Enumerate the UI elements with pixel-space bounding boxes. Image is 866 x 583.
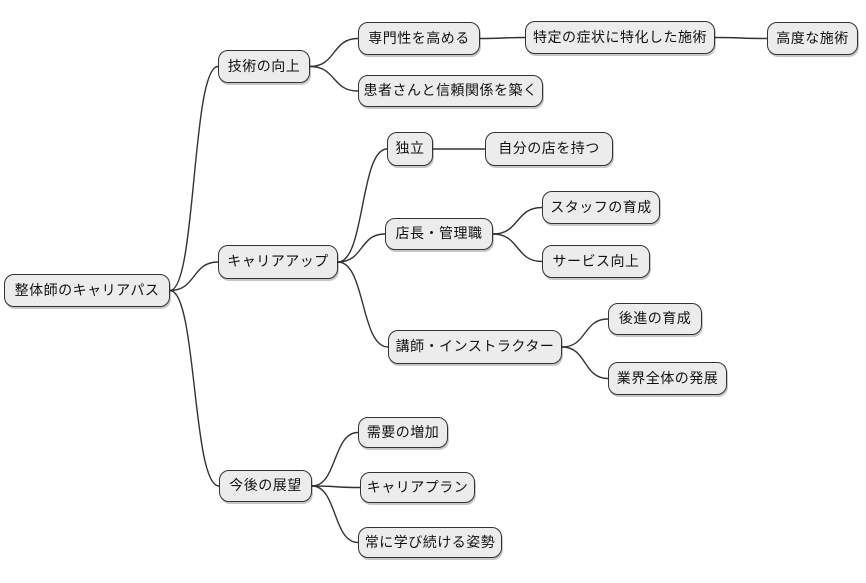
edge-manager-service xyxy=(492,233,543,263)
mindmap-node-trust: 患者さんと信頼関係を築く xyxy=(358,75,543,107)
edge-root-career xyxy=(169,261,219,292)
edge-career-instructor xyxy=(337,261,389,348)
mindmap-node-service: サービス向上 xyxy=(542,245,650,278)
edge-root-future xyxy=(169,289,220,487)
edge-root-skill xyxy=(169,65,219,292)
mindmap-node-plan: キャリアプラン xyxy=(360,472,475,503)
edge-manager-staff xyxy=(492,206,543,235)
edge-skill-specialize xyxy=(309,37,359,68)
mindmap-node-learning: 常に学び続ける姿勢 xyxy=(358,527,502,558)
edge-career-independent xyxy=(337,148,388,263)
mindmap-node-manager: 店長・管理職 xyxy=(385,218,493,250)
mindmap-node-specific: 特定の症状に特化した施術 xyxy=(525,21,715,54)
mindmap-node-skill: 技術の向上 xyxy=(218,50,310,83)
mindmap-node-advanced: 高度な施術 xyxy=(767,22,858,55)
edge-future-learning xyxy=(311,485,359,544)
mindmap-node-staff: スタッフの育成 xyxy=(542,191,660,224)
edge-specific-advanced xyxy=(714,36,768,40)
mindmap-node-independent: 独立 xyxy=(387,132,433,166)
mindmap-node-ownshop: 自分の店を持つ xyxy=(485,132,613,166)
mindmap-node-successor: 後進の育成 xyxy=(608,303,702,335)
edge-instructor-industry xyxy=(561,346,609,380)
mindmap-node-future: 今後の展望 xyxy=(219,470,312,502)
edge-future-demand xyxy=(311,431,359,487)
edge-instructor-successor xyxy=(561,318,609,348)
mindmap-node-demand: 需要の増加 xyxy=(358,417,448,448)
edge-career-manager xyxy=(337,233,386,263)
mindmap-node-industry: 業界全体の発展 xyxy=(608,362,727,395)
edge-future-plan xyxy=(311,485,361,489)
mindmap-node-instructor: 講師・インストラクター xyxy=(388,330,562,364)
edge-specialize-specific xyxy=(479,36,526,40)
mindmap-node-specialize: 専門性を高める xyxy=(358,22,480,55)
mindmap-node-root: 整体師のキャリアパス xyxy=(4,274,170,307)
mindmap-node-career: キャリアアップ xyxy=(218,245,338,279)
edge-skill-trust xyxy=(309,65,359,92)
